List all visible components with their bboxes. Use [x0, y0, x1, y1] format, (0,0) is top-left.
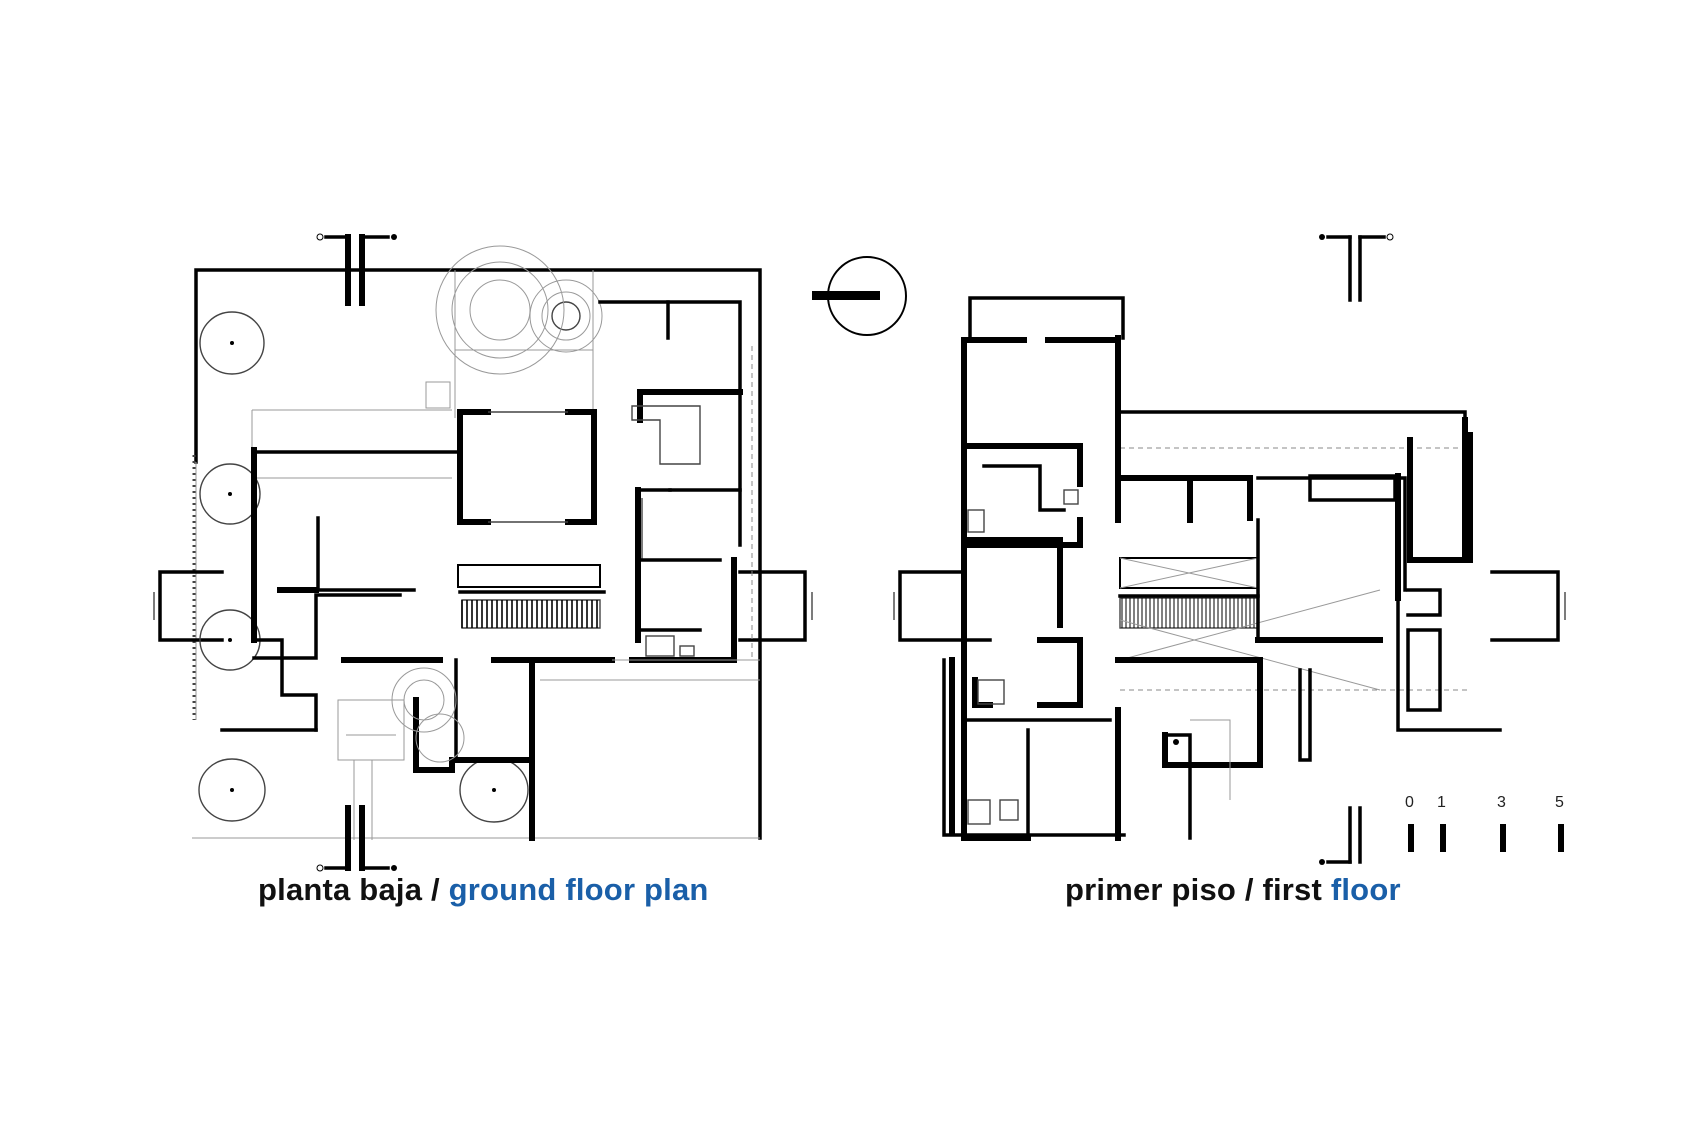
scale-label: 1	[1437, 794, 1446, 811]
scale-label: 5	[1555, 794, 1564, 811]
tree-icon	[459, 757, 529, 823]
first-floor-caption-es: primer piso / first	[1065, 872, 1331, 907]
section-marker-icon	[316, 805, 397, 872]
section-marker-icon	[893, 570, 962, 642]
section-marker-icon	[1319, 806, 1362, 865]
stair-icon	[1118, 557, 1260, 629]
first-floor-caption-en: floor	[1330, 872, 1401, 907]
tree-icon	[199, 463, 261, 525]
scale-label: 3	[1497, 794, 1506, 811]
first-floor-plan	[893, 233, 1566, 865]
section-marker-icon	[1319, 233, 1394, 302]
scale-label: 0	[1405, 794, 1414, 811]
section-marker-icon	[1490, 570, 1566, 642]
ground-floor-caption-en: ground floor plan	[448, 872, 709, 907]
section-marker-icon	[153, 570, 224, 642]
tree-icon	[198, 758, 266, 822]
first-floor-caption: primer piso / first floor	[1065, 872, 1401, 908]
stair-icon	[457, 564, 606, 629]
ground-floor-caption: planta baja / ground floor plan	[258, 872, 709, 908]
tree-icon	[199, 311, 265, 375]
ground-floor-caption-es: planta baja /	[258, 872, 449, 907]
ground-floor-plan	[153, 233, 813, 872]
scale-bar-icon	[1408, 824, 1564, 852]
section-marker-icon	[738, 570, 813, 642]
north-arrow-icon	[812, 256, 907, 336]
section-marker-icon	[316, 233, 397, 306]
garden-pattern	[435, 245, 603, 418]
